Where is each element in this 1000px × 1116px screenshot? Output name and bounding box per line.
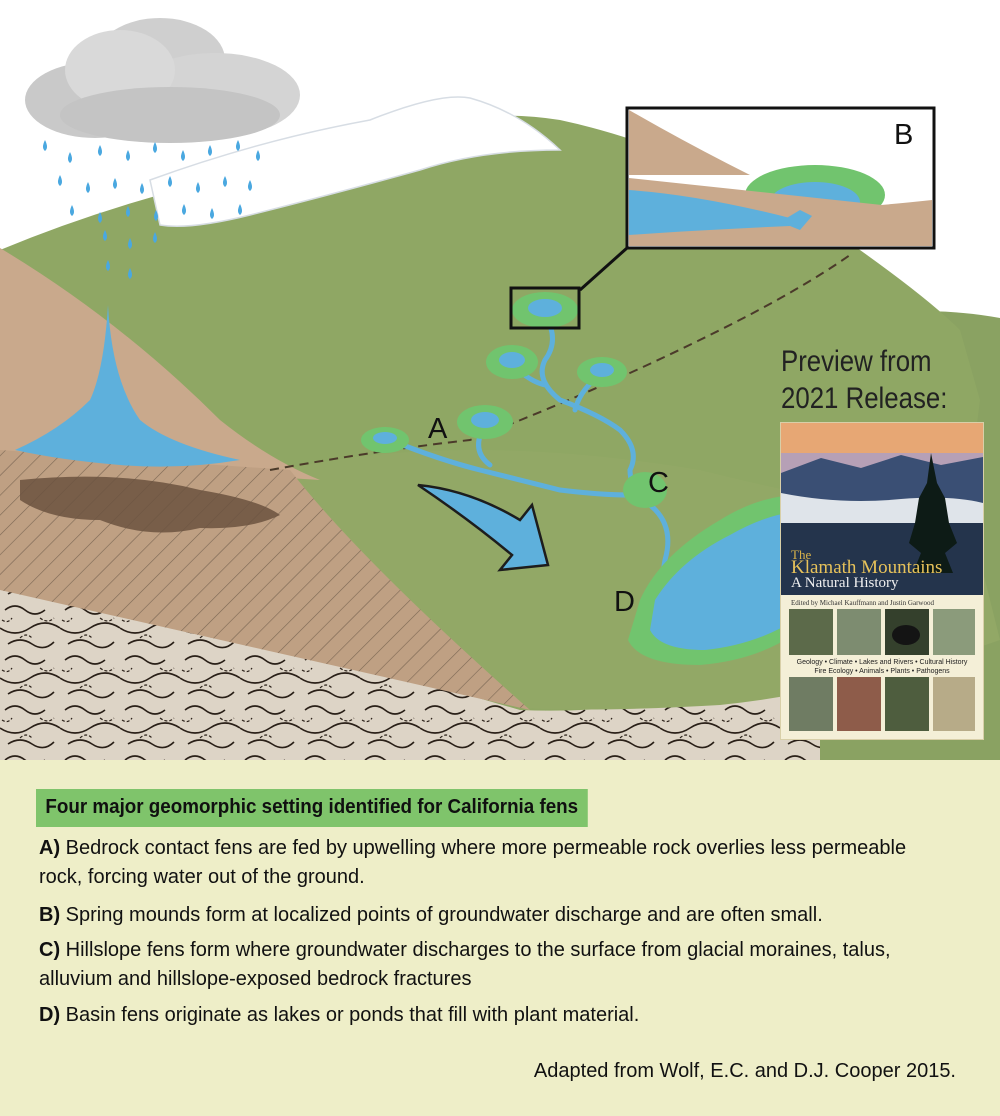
rain-cloud [25,18,300,143]
item-key: B) [39,904,61,926]
book-title: Klamath Mountains [791,557,943,578]
preview-line1: Preview from [781,345,932,378]
caption-item-d: D) Basin fens originate as lakes or pond… [39,1001,939,1030]
label-c: C [648,467,669,499]
label-d: D [614,586,635,618]
item-text: Spring mounds form at localized points o… [65,904,823,926]
book-editors: Edited by Michael Kauffmann and Justin G… [791,599,934,607]
source-credit: Adapted from Wolf, E.C. and D.J. Cooper … [533,1060,956,1082]
item-key: D) [39,1004,61,1026]
caption-item-c: C) Hillslope fens form where groundwater… [39,936,939,994]
inset-callout-marker [509,286,581,330]
preview-line2: 2021 Release: [781,382,948,415]
caption-item-b: B) Spring mounds form at localized point… [39,901,939,930]
book-title-the: The [791,547,812,562]
book-cover-art [781,423,983,731]
label-b: B [894,119,913,151]
item-key: C) [39,939,61,961]
snow-cap [149,96,562,227]
contact-line [269,254,851,471]
item-key: A) [39,837,61,859]
recharge-water [15,305,240,467]
fen-diagram: A B C D Preview from 2021 Release: The K… [0,18,1000,760]
item-text: Hillslope fens form where groundwater di… [39,939,891,990]
fen-ponds [361,292,667,508]
item-text: Basin fens originate as lakes or ponds t… [65,1004,640,1026]
preview-text: Preview from 2021 Release: [781,343,947,417]
book-cover[interactable]: The Klamath Mountains A Natural History … [781,423,983,739]
caption-panel: Four major geomorphic setting identified… [0,760,1000,1116]
caption-item-a: A) Bedrock contact fens are fed by upwel… [39,834,939,892]
raindrops [43,140,260,279]
item-text: Bedrock contact fens are fed by upwellin… [39,837,907,888]
book-topics-line1: Geology • Climate • Lakes and Rivers • C… [796,659,968,666]
label-a: A [428,413,448,445]
landscape-illustration: A B C D [0,18,1000,760]
flow-arrow [417,483,550,572]
groundwater-plume [20,476,280,533]
caption-heading: Four major geomorphic setting identified… [36,789,588,827]
book-subtitle: A Natural History [791,575,899,591]
book-topics-line2: Fire Ecology • Animals • Plants • Pathog… [814,668,950,675]
